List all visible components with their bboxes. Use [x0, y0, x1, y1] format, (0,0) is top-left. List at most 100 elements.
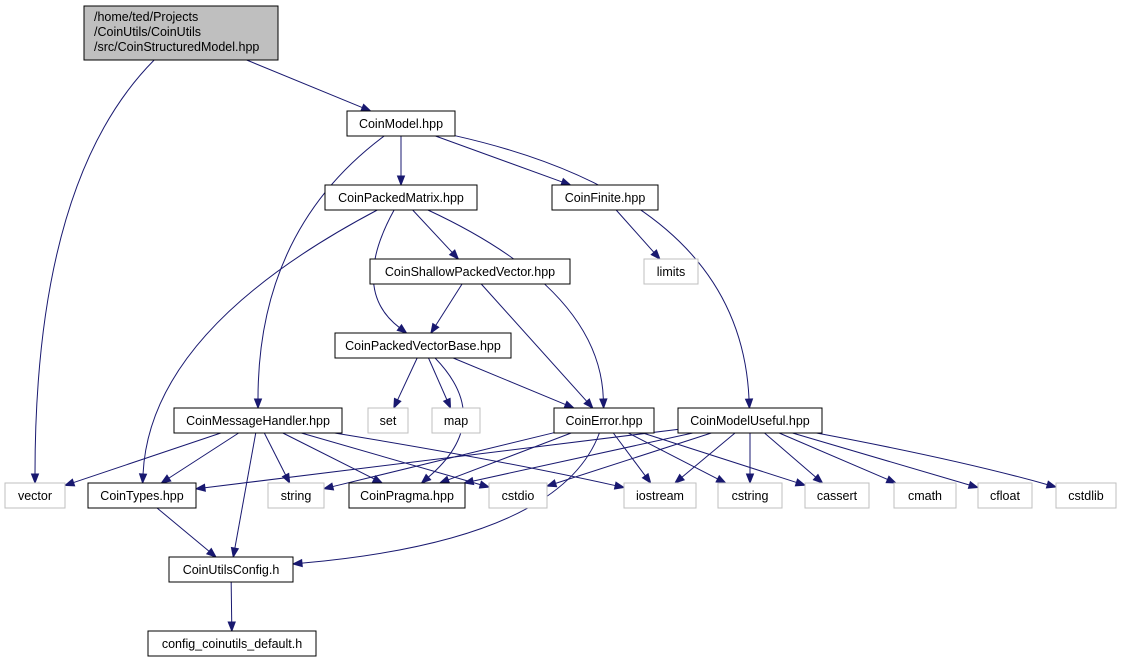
node-box [977, 482, 1033, 509]
edge-line [435, 283, 463, 326]
node-box [147, 630, 317, 657]
edge-line [681, 432, 736, 478]
edge-CoinError-to-iostream [612, 432, 652, 485]
edge-CoinUtilsConfig-to-config_default [227, 581, 236, 633]
edge-CoinModelUseful-to-cmath [778, 432, 898, 484]
node-CoinUtilsConfig[interactable]: CoinUtilsConfig.h [168, 556, 294, 583]
arrowhead-icon [560, 177, 572, 186]
node-box [324, 184, 478, 211]
edge-line [792, 432, 970, 486]
arrowhead-icon [715, 474, 727, 484]
node-box [334, 332, 512, 359]
node-iostream: iostream [623, 482, 697, 509]
arrowhead-icon [613, 481, 626, 490]
node-CoinPackedVectorBase[interactable]: CoinPackedVectorBase.hpp [334, 332, 512, 359]
node-box [717, 482, 783, 509]
node-label: cstdio [502, 489, 535, 503]
edge-CoinModelUseful-to-cstdlib [816, 432, 1058, 489]
arrowhead-icon [545, 479, 558, 488]
node-CoinShallowPackedVector[interactable]: CoinShallowPackedVector.hpp [369, 258, 571, 285]
node-root[interactable]: /home/ted/Projects/CoinUtils/CoinUtils/s… [83, 5, 279, 61]
node-box [893, 482, 957, 509]
node-CoinMessageHandler[interactable]: CoinMessageHandler.hpp [173, 407, 343, 434]
node-box [348, 482, 466, 509]
edge-line [642, 432, 797, 483]
edge-line [472, 432, 693, 482]
edge-line [234, 432, 257, 549]
node-label: /home/ted/Projects/CoinUtils/CoinUtils/s… [94, 10, 259, 54]
node-CoinModelUseful[interactable]: CoinModelUseful.hpp [677, 407, 823, 434]
edge-CoinMessageHandler-to-string [263, 432, 291, 485]
edge-line [334, 432, 616, 487]
node-label: string [281, 489, 312, 503]
node-CoinPackedMatrix[interactable]: CoinPackedMatrix.hpp [324, 184, 478, 211]
arrowhead-icon [138, 473, 148, 485]
node-set: set [367, 407, 409, 434]
edge-CoinModelUseful-to-cstdio [545, 432, 712, 488]
node-box [367, 407, 409, 434]
edge-line [428, 357, 448, 400]
node-box [677, 407, 823, 434]
node-box [267, 482, 325, 509]
node-config_default[interactable]: config_coinutils_default.h [147, 630, 317, 657]
edge-line [615, 209, 655, 253]
node-box [173, 407, 343, 434]
node-label: cstdlib [1068, 489, 1103, 503]
edge-line [427, 209, 604, 400]
node-label: CoinPragma.hpp [360, 489, 454, 503]
node-CoinFinite[interactable]: CoinFinite.hpp [551, 184, 659, 211]
edge-CoinPackedMatrix-to-CoinError [427, 209, 608, 410]
node-box [4, 482, 66, 509]
edge-line [397, 357, 418, 401]
arrowhead-icon [430, 322, 440, 335]
edge-line [555, 432, 712, 484]
arrowhead-icon [442, 397, 452, 410]
edge-CoinModelUseful-to-cfloat [792, 432, 980, 489]
arrowhead-icon [227, 621, 236, 633]
node-label: CoinFinite.hpp [565, 191, 646, 205]
edge-CoinPackedMatrix-to-CoinTypes [138, 209, 378, 485]
edge-CoinError-to-CoinPragma [438, 432, 572, 484]
edges-layer [30, 59, 1058, 633]
edge-CoinModelUseful-to-cassert [764, 432, 824, 484]
edge-CoinModel-to-CoinFinite [435, 135, 572, 186]
arrowhead-icon [360, 103, 372, 112]
edge-line [168, 432, 239, 479]
arrowhead-icon [650, 249, 661, 261]
node-label: cstring [732, 489, 769, 503]
edge-CoinError-to-cstring [628, 432, 727, 484]
node-CoinModel[interactable]: CoinModel.hpp [346, 110, 456, 137]
node-label: config_coinutils_default.h [162, 637, 302, 651]
edge-CoinModelUseful-to-CoinPragma [462, 432, 693, 486]
node-label: CoinShallowPackedVector.hpp [385, 265, 555, 279]
edge-line [412, 209, 453, 253]
node-CoinError[interactable]: CoinError.hpp [553, 407, 655, 434]
edge-line [263, 432, 287, 476]
node-label: cmath [908, 489, 942, 503]
node-vector: vector [4, 482, 66, 509]
node-box [431, 407, 481, 434]
node-box [369, 258, 571, 285]
node-CoinTypes[interactable]: CoinTypes.hpp [87, 482, 197, 509]
edge-line [257, 135, 385, 400]
node-label: CoinPackedVectorBase.hpp [345, 339, 501, 353]
node-cstdlib: cstdlib [1055, 482, 1117, 509]
arrowhead-icon [322, 482, 335, 491]
node-CoinPragma[interactable]: CoinPragma.hpp [348, 482, 466, 509]
edge-CoinMessageHandler-to-vector [63, 432, 221, 487]
node-map: map [431, 407, 481, 434]
node-cstdio: cstdio [488, 482, 548, 509]
node-limits: limits [643, 258, 699, 285]
node-label: map [444, 414, 468, 428]
edge-CoinModel-to-CoinModelUseful [454, 135, 754, 410]
edge-line [448, 432, 572, 481]
node-cfloat: cfloat [977, 482, 1033, 509]
arrowhead-icon [478, 480, 491, 489]
edge-CoinModelUseful-to-cstring [745, 433, 755, 485]
arrowhead-icon [393, 397, 402, 410]
arrowhead-icon [194, 483, 206, 492]
arrowhead-icon [438, 475, 451, 484]
edge-line [332, 432, 555, 488]
arrowhead-icon [396, 323, 408, 334]
